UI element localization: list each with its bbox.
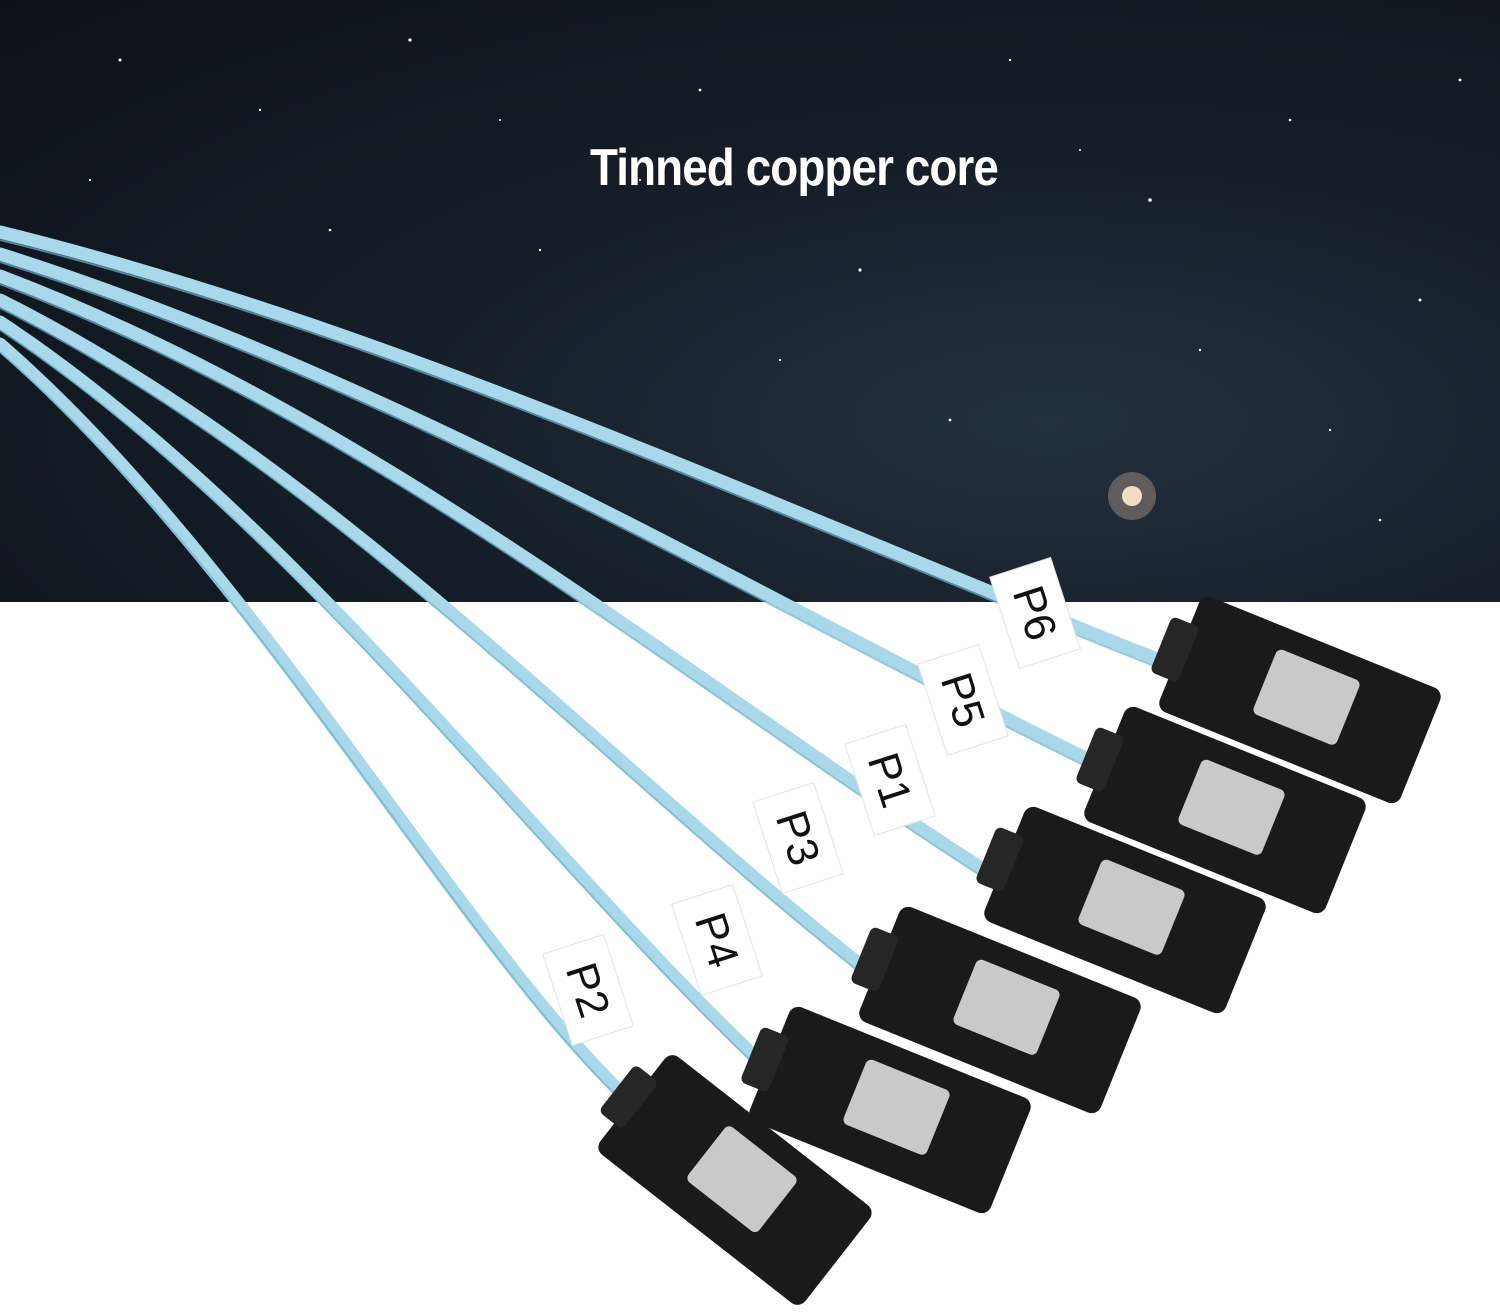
planet: [1122, 486, 1142, 506]
tag-p2: P2: [542, 933, 634, 1047]
connector-p6: [1151, 596, 1441, 804]
cable-p2: [0, 337, 647, 1117]
cable-p4: [0, 315, 787, 1087]
tag-p4: P4: [671, 883, 763, 997]
tag-p3: P3: [752, 781, 844, 895]
connector-p2: [598, 1055, 872, 1305]
connector-p5: [1076, 706, 1366, 914]
connector-p1: [976, 806, 1266, 1014]
tag-p5: P5: [917, 643, 1009, 757]
cable-p3: [0, 293, 887, 987]
stars: [88, 38, 1462, 522]
connector-p4: [741, 1006, 1031, 1214]
tag-p6: P6: [989, 556, 1081, 670]
connector-p3: [851, 906, 1141, 1114]
headline: Tinned copper core: [590, 139, 999, 197]
tag-p1: P1: [844, 723, 936, 837]
